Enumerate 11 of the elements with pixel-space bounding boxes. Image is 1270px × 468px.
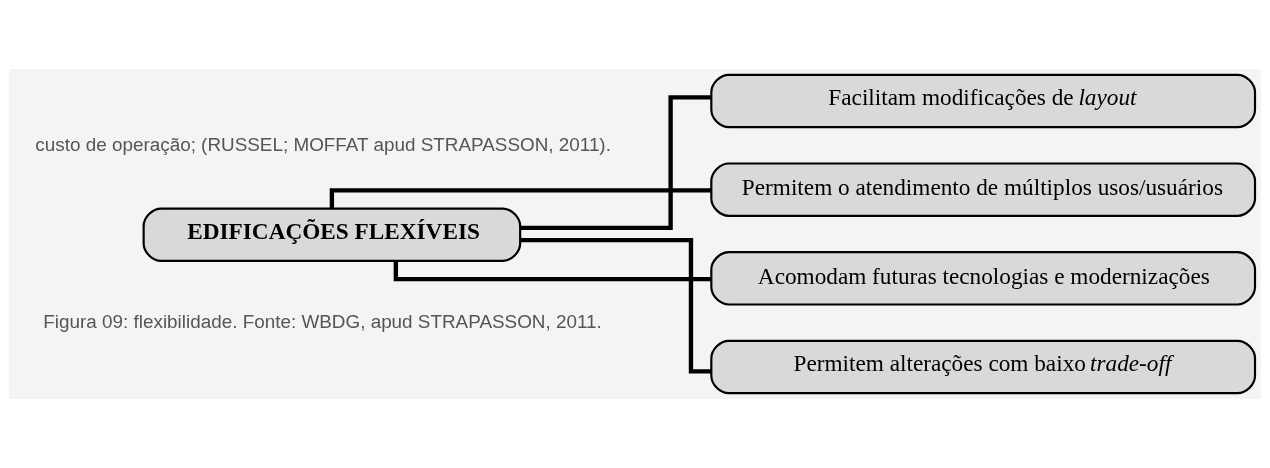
connector [393,261,711,282]
connector [520,95,711,231]
node-box: Permitem o atendimento de múltiplos usos/usuários [710,162,1257,217]
label: custo de operação; (RUSSEL; MOFFAT apud STRAPASSON, 2011). [35,133,611,155]
connector [520,237,712,374]
connector [329,188,712,209]
label: Figura 09: flexibilidade. Fonte: WBDG, apud STRAPASSON, 2011. [43,311,602,333]
node-box: Acomodam futuras tecnologias e modernizações [710,251,1257,306]
node-box: EDIFICAÇÕES FLEXÍVEIS [142,207,522,262]
node-box: Facilitam modificações de layout [710,73,1257,129]
node-box: Permitem alterações com baixo trade-off [710,339,1257,395]
